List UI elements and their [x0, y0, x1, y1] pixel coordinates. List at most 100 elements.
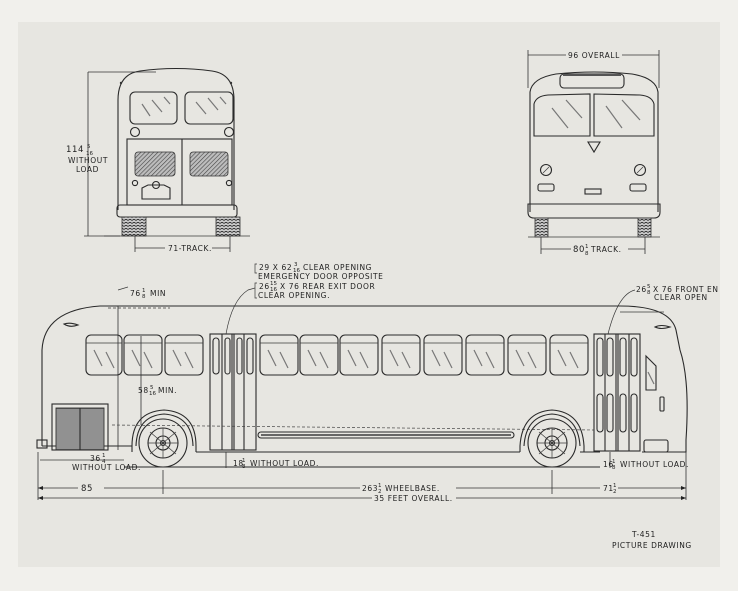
front-tire-right [637, 217, 652, 238]
rear-height-num: 5 [87, 144, 91, 150]
rear-exit-num: 15 [270, 281, 277, 287]
wheelbase-num: 1 [378, 483, 382, 489]
front-overhang-value: 71 [603, 484, 614, 493]
overall-length-label: 35 FEET OVERALL. [374, 494, 453, 503]
front-step-num: 1 [612, 459, 616, 465]
emergency-door-line2: EMERGENCY DOOR OPPOSITE [258, 272, 384, 281]
rear-exit-dim: 26 [259, 282, 270, 291]
headroom-suffix: MIN [150, 289, 166, 298]
door-notes: 29 X 62 3 16 CLEAR OPENING EMERGENCY DOO… [225, 262, 719, 335]
headlight-left [539, 163, 553, 177]
rear-window-right [184, 91, 234, 125]
rub-rail [257, 431, 515, 439]
rear-height-floor-value: 36 [90, 454, 101, 463]
rear-track-label: 71-TRACK. [168, 244, 212, 253]
front-overall-width: 96 OVERALL [568, 51, 620, 60]
rear-height-den: 16 [86, 151, 93, 157]
rear-step-note: WITHOUT LOAD. [250, 459, 319, 468]
front-door-text: X 76 FRONT EN [653, 285, 719, 294]
front-step-note: WITHOUT LOAD. [620, 460, 689, 469]
rear-exit-line2: CLEAR OPENING. [258, 291, 330, 300]
windshield-left [533, 93, 591, 137]
front-track-label: TRACK. [590, 245, 622, 254]
side-window [164, 334, 204, 376]
headroom-den: 8 [142, 294, 146, 300]
front-overhang-num: 1 [613, 483, 617, 489]
side-window [549, 334, 589, 376]
side-window [465, 334, 505, 376]
wheelbase-den: 2 [378, 489, 382, 495]
rear-height-note-1: WITHOUT [68, 156, 108, 165]
side-window [507, 334, 547, 376]
window-height-suffix: MIN. [158, 386, 177, 395]
front-wheel [519, 409, 585, 468]
rear-height-value: 114 [66, 145, 84, 155]
headlight-right [633, 163, 647, 177]
bus-body-outline [41, 305, 688, 453]
front-door-num: 5 [647, 284, 651, 290]
window-height-value: 58 [138, 386, 149, 395]
destination-sign [559, 73, 625, 89]
side-window [381, 334, 421, 376]
engine-vent-right [189, 151, 229, 177]
parking-light-right [629, 183, 647, 192]
front-overhang-den: 2 [613, 489, 617, 495]
wheelbase-value: 263 [362, 484, 378, 493]
rear-window-left [129, 91, 178, 125]
rear-step-value: 18 [233, 459, 244, 468]
front-door-line2: CLEAR OPEN [654, 293, 708, 302]
rear-overhang-value: 85 [81, 484, 93, 494]
front-step-den: 8 [612, 465, 616, 471]
drawing-code: T-451 [631, 530, 656, 539]
rear-bumper [116, 204, 238, 218]
rear-tire-right [215, 216, 241, 237]
front-track-num: 1 [585, 244, 589, 250]
side-view: 76 1 8 MIN 58 5 16 MIN. 36 1 4 WITHOUT L… [36, 286, 689, 503]
side-window [423, 334, 463, 376]
drawing-caption: PICTURE DRAWING [612, 541, 692, 550]
side-window [339, 334, 379, 376]
rear-height-floor-note: WITHOUT LOAD. [72, 463, 141, 472]
front-view: 96 OVERALL 80 1 [527, 50, 661, 257]
rear-exit-text: X 76 REAR EXIT DOOR [280, 282, 375, 291]
windshield-right [593, 93, 655, 137]
front-door-dim: 26 [636, 285, 647, 294]
headroom-value: 76 [130, 289, 141, 298]
front-plate [584, 188, 602, 195]
rear-view: 114 5 16 WITHOUT LOAD 71-TRACK. [66, 67, 250, 253]
rear-wheel [131, 409, 197, 468]
rear-step-den: 8 [242, 464, 246, 470]
license-plate-holder [141, 184, 171, 200]
front-track-value: 80 [573, 245, 585, 255]
front-track-den: 8 [585, 251, 589, 257]
rear-tire-left [121, 216, 147, 237]
wheelbase-label: WHEELBASE. [385, 484, 440, 493]
parking-light-left [537, 183, 555, 192]
front-bumper [527, 203, 661, 219]
rear-exit-door [209, 333, 257, 451]
rear-step-num: 1 [242, 458, 246, 464]
front-tire-left [534, 217, 549, 238]
side-window [85, 334, 123, 376]
drawing-plate [18, 22, 720, 567]
headroom-num: 1 [142, 288, 146, 294]
rear-height-floor-num: 1 [102, 453, 106, 459]
side-window [123, 334, 163, 376]
front-door-den: 8 [647, 290, 651, 296]
side-window [259, 334, 299, 376]
front-step-value: 16 [603, 460, 614, 469]
window-height-den: 16 [149, 391, 156, 397]
emergency-door-text: CLEAR OPENING [303, 263, 372, 272]
rear-height-note-2: LOAD [76, 165, 99, 174]
front-entrance-door [593, 333, 669, 453]
manufacturer-emblem [587, 141, 601, 154]
rear-marker-lamp-right [223, 126, 235, 138]
emergency-door-num: 3 [294, 262, 298, 268]
side-windows [85, 334, 589, 376]
emergency-door-den: 16 [293, 268, 300, 274]
rear-marker-lamp-left [129, 126, 141, 138]
emergency-door-dim: 29 X 62 [259, 263, 292, 272]
engine-vent-left [134, 151, 176, 177]
